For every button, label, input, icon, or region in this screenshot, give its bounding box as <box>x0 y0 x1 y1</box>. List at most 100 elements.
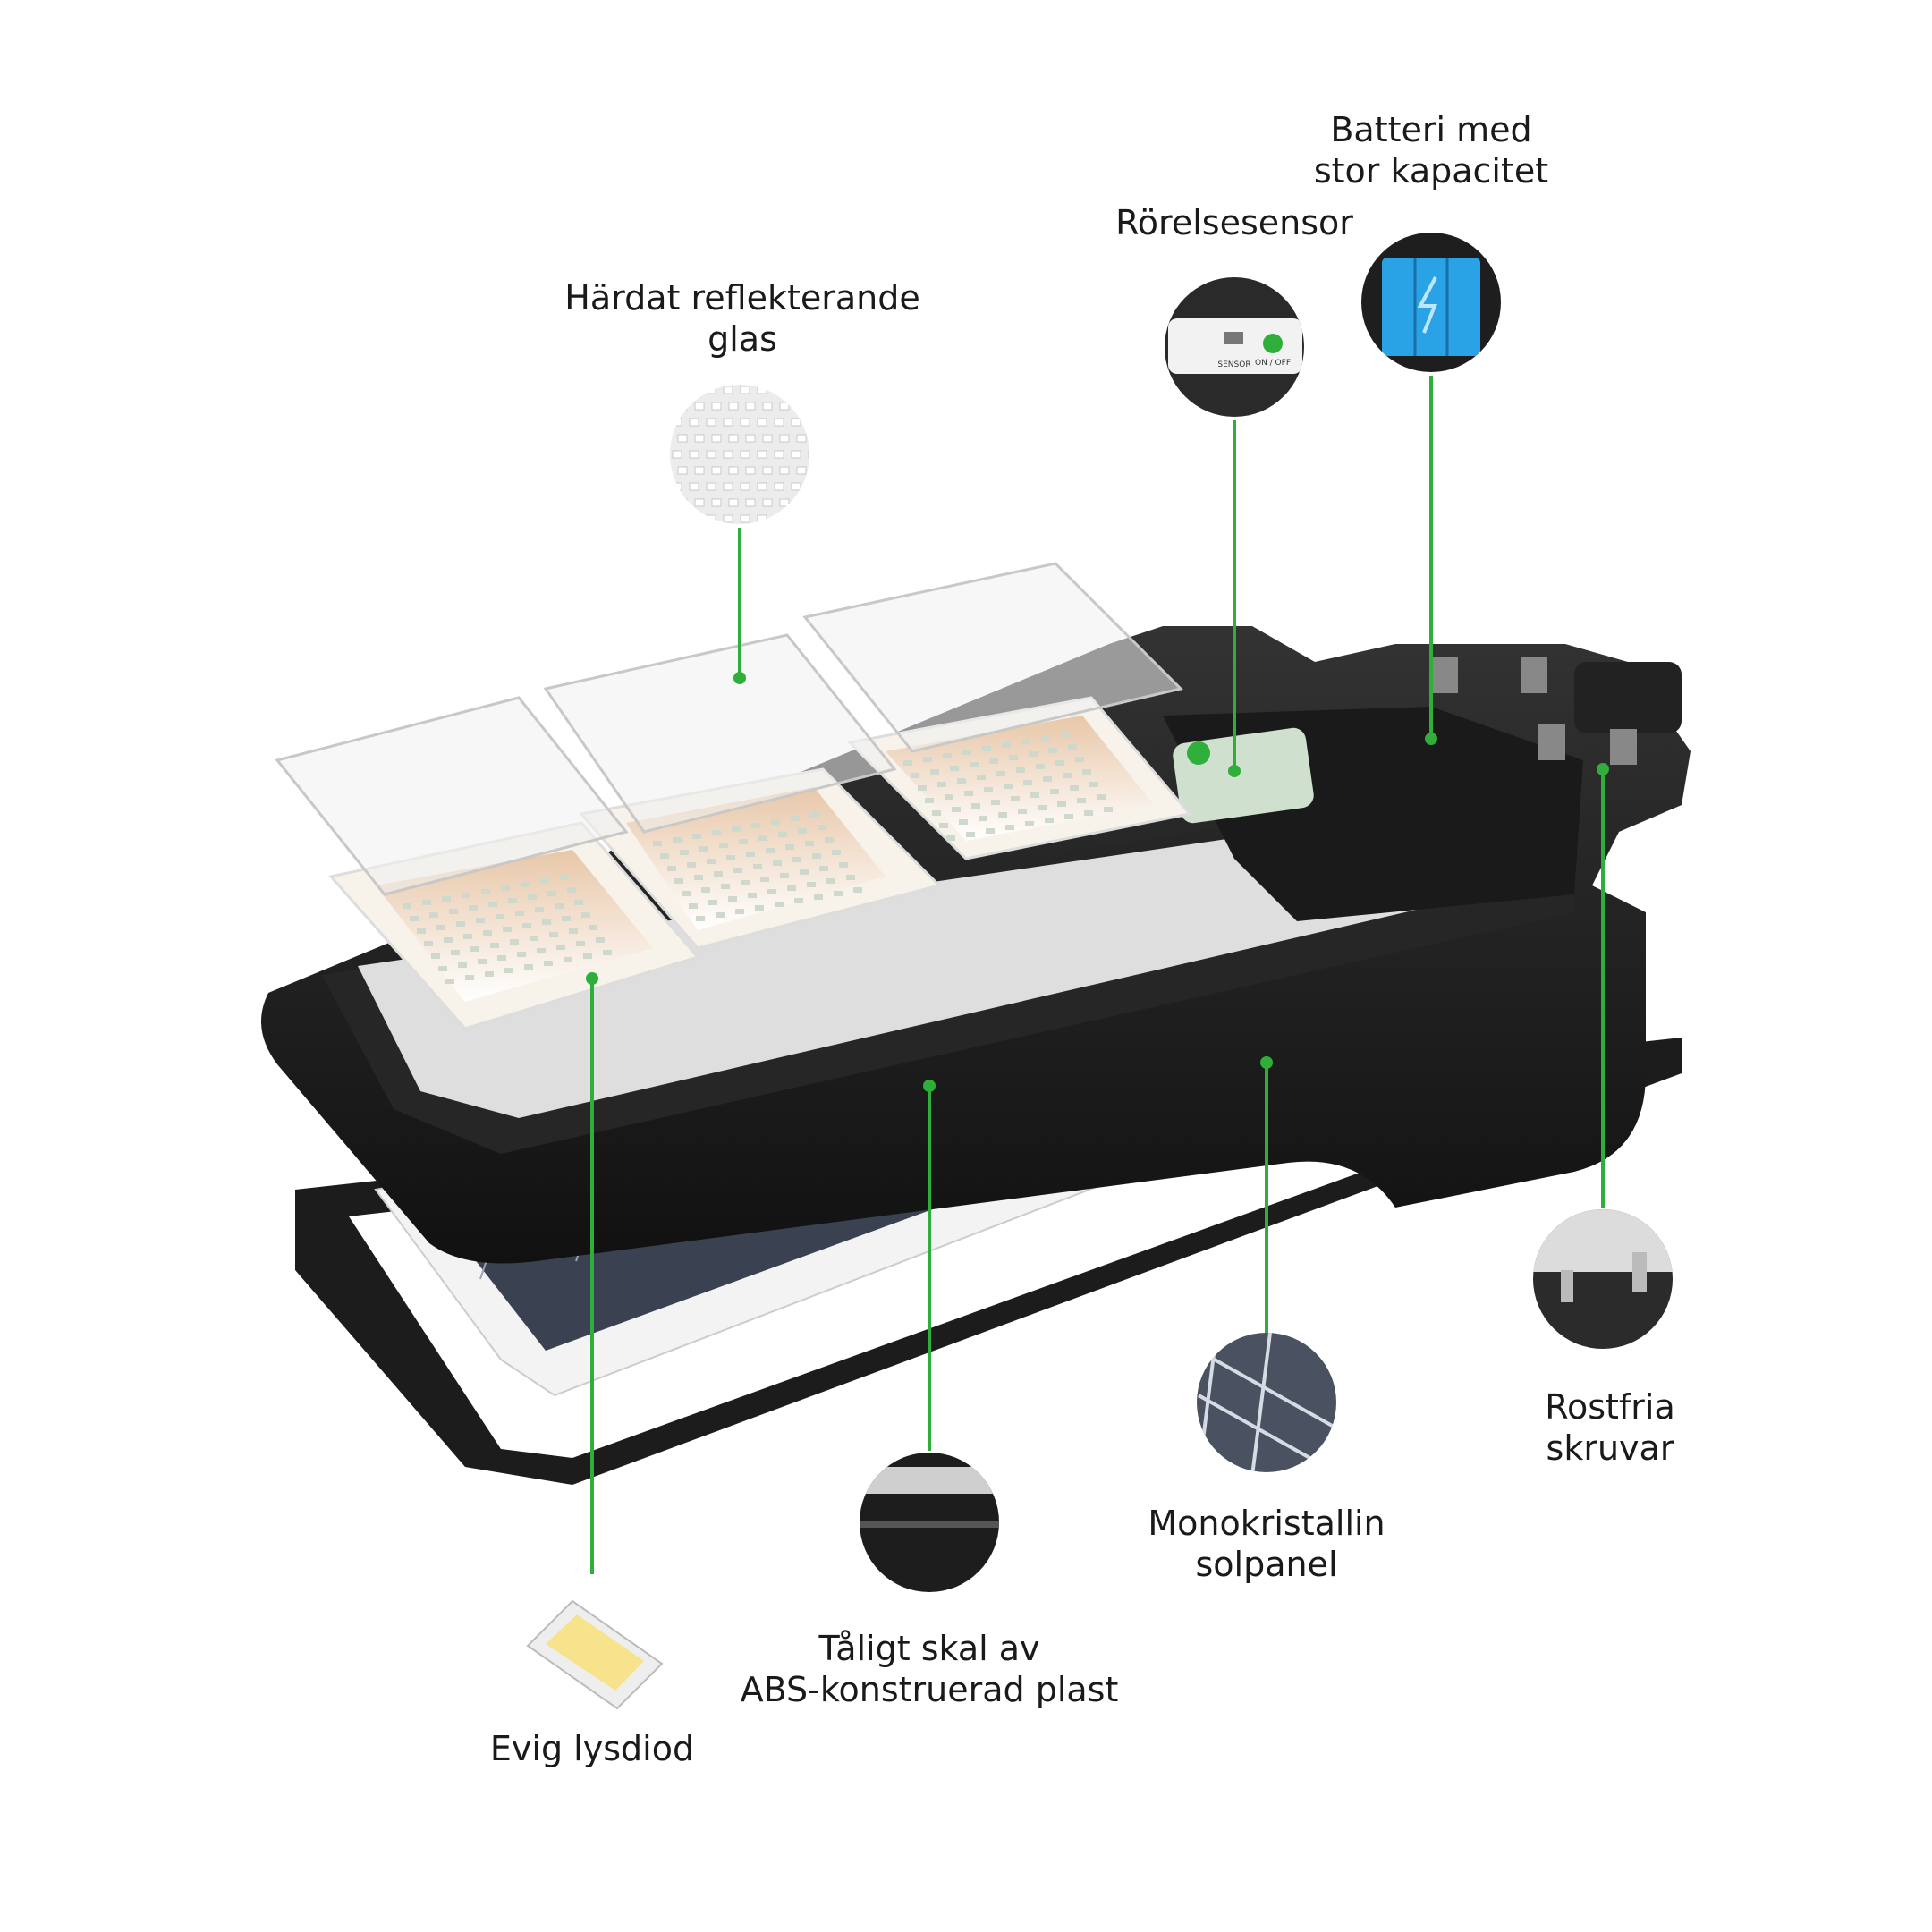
glass-cell <box>711 498 722 507</box>
callout-led-label: Evig lysdiod <box>458 1728 726 1769</box>
led-dot <box>728 896 737 902</box>
glass-cell <box>774 482 784 491</box>
led-dot <box>991 800 1000 805</box>
led-dot <box>1077 798 1086 803</box>
led-dot <box>530 936 538 941</box>
glass-cell <box>728 466 739 475</box>
led-dot <box>560 875 569 880</box>
led-dot <box>707 859 716 864</box>
glass-cell <box>677 434 688 443</box>
led-dot <box>930 769 939 775</box>
led-dot <box>438 966 447 971</box>
led-dot <box>522 923 531 928</box>
glass-cell <box>672 514 682 523</box>
callout-shell-line-2: ABS-konstruerad plast <box>740 1670 1119 1709</box>
glass-cell <box>711 466 722 475</box>
led-dot <box>1068 744 1077 750</box>
led-dot <box>524 964 533 970</box>
led-dot <box>735 909 744 914</box>
led-dot <box>812 853 821 859</box>
glass-cell <box>740 514 750 523</box>
led-dot <box>521 882 530 887</box>
led-dot <box>555 903 564 909</box>
sensor-button-label: ON / OFF <box>1255 359 1291 368</box>
led-dot <box>431 953 440 959</box>
glass-cell <box>762 466 773 475</box>
led-dot <box>721 884 730 889</box>
led-dot <box>1009 755 1018 760</box>
led-dot <box>667 866 676 871</box>
callout-screws-label: Rostfria skruvar <box>1485 1386 1735 1469</box>
led-dot <box>701 887 710 893</box>
led-dot <box>1025 821 1034 826</box>
led-dot <box>424 941 433 946</box>
leader-dots <box>586 672 1609 1092</box>
glass-cell <box>706 450 716 459</box>
led-dot <box>469 905 478 911</box>
glass-cell <box>711 402 722 411</box>
led-dot <box>826 878 835 884</box>
led-dot <box>712 830 721 835</box>
led-array-1 <box>402 875 612 984</box>
led-dot <box>714 871 723 877</box>
glass-cell <box>706 418 716 427</box>
glass-cell <box>689 482 699 491</box>
led-dot <box>1016 767 1025 773</box>
callout-led-line-1: Evig lysdiod <box>489 1729 695 1768</box>
glass-cell <box>728 402 739 411</box>
glass-cell <box>694 434 705 443</box>
led-dot <box>996 771 1005 776</box>
led-dot <box>576 941 585 946</box>
glass-cell <box>723 418 733 427</box>
led-dot <box>771 819 780 825</box>
callout-glass-line-2: glas <box>708 319 777 359</box>
led-dot <box>1038 805 1046 810</box>
glass-cell <box>745 402 756 411</box>
callout-glass-label: Härdat reflekterande glas <box>537 277 948 360</box>
led-dot <box>508 898 517 903</box>
glass-cell <box>814 467 823 474</box>
led-dot <box>719 843 728 848</box>
led-dot <box>653 841 662 846</box>
glass-cell <box>774 450 784 459</box>
glass-cell <box>796 466 807 475</box>
led-dot <box>429 912 438 918</box>
glass-cell <box>694 498 705 507</box>
glass-cell <box>757 386 767 394</box>
led-dot <box>778 832 787 837</box>
led-dot <box>660 853 669 859</box>
led-dot <box>911 773 919 778</box>
led-dot <box>1075 757 1084 762</box>
lamp-housing <box>261 626 1690 1264</box>
glass-cell <box>779 466 790 475</box>
callout-screws-line-1: Rostfria <box>1545 1387 1675 1427</box>
led-dot <box>755 905 764 911</box>
glass-cell <box>757 514 767 523</box>
led-dot <box>741 880 750 886</box>
callout-panel-label: Monokristallin solpanel <box>1123 1503 1410 1585</box>
led-dot <box>984 787 993 792</box>
glass-cell <box>796 434 807 443</box>
led-dot <box>497 955 506 961</box>
glass-cell <box>796 498 807 507</box>
glass-cell <box>672 482 682 491</box>
led-dot <box>537 948 546 953</box>
led-dot <box>556 945 565 950</box>
led-dot <box>503 927 512 932</box>
glass-cell <box>723 482 733 491</box>
led-dot <box>410 916 419 921</box>
led-dot <box>791 816 800 821</box>
led-dot <box>982 746 991 751</box>
led-dot <box>596 937 605 943</box>
led-dot <box>1043 776 1052 782</box>
led-dot <box>785 844 794 850</box>
glass-cell <box>689 386 699 394</box>
led-dot <box>1036 764 1045 769</box>
led-dot <box>422 900 431 905</box>
led-dot <box>449 909 458 914</box>
mounting-bracket <box>1431 657 1682 765</box>
glass-cell <box>740 418 750 427</box>
glass-cell <box>672 450 682 459</box>
led-dot <box>903 760 912 766</box>
